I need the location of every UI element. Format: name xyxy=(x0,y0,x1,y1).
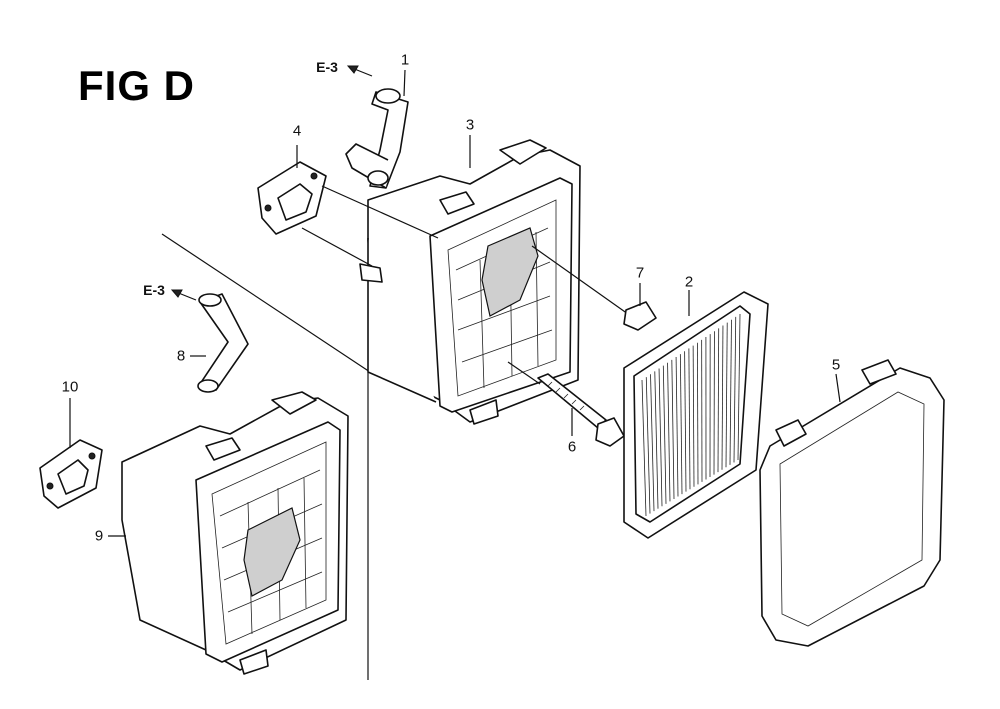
leader-5 xyxy=(835,373,841,403)
part-2-filter-element xyxy=(623,291,769,539)
part-1-breather-tube xyxy=(345,88,409,189)
filter-pleat xyxy=(662,365,667,504)
ref-arrow-lower xyxy=(170,289,197,301)
figure-title: FIG D xyxy=(78,62,195,109)
callout-3: 3 xyxy=(465,116,475,134)
part-8-breather-tube xyxy=(197,293,249,393)
callout-6: 6 xyxy=(567,438,577,456)
part-9-air-cleaner-case xyxy=(121,391,349,675)
part-4-gasket xyxy=(257,161,327,235)
divider-line-diagonal xyxy=(161,233,371,373)
callout-1: 1 xyxy=(400,51,410,69)
part-3-air-cleaner-case xyxy=(359,139,581,425)
part-6-long-bolt xyxy=(507,361,625,447)
callout-5: 5 xyxy=(831,356,841,374)
callout-9: 9 xyxy=(94,527,104,545)
filter-pleat xyxy=(684,351,687,492)
ref-arrow-upper xyxy=(346,65,373,77)
reference-code-lower: E-3 xyxy=(143,282,165,298)
filter-pleat xyxy=(737,313,741,461)
filter-pleat xyxy=(721,325,724,470)
filter-pleat xyxy=(679,354,683,495)
callout-4: 4 xyxy=(292,122,302,140)
filter-pleat xyxy=(650,374,655,512)
filter-pleat xyxy=(671,359,675,499)
filter-pleat xyxy=(641,379,647,517)
filter-pleat xyxy=(667,362,671,502)
filter-pleat xyxy=(692,345,695,487)
callout-8: 8 xyxy=(176,347,186,365)
callout-10: 10 xyxy=(61,378,79,396)
part-5-cover xyxy=(759,359,945,647)
filter-pleat xyxy=(717,328,720,473)
part-10-gasket xyxy=(39,439,103,509)
filter-pleat xyxy=(688,348,691,490)
leader-1 xyxy=(403,69,406,97)
filter-pleat xyxy=(733,316,737,463)
part-7-bolt xyxy=(531,245,657,331)
filter-pleat xyxy=(654,371,659,509)
callout-7: 7 xyxy=(635,264,645,282)
filter-pleat xyxy=(645,377,651,514)
callout-2: 2 xyxy=(684,273,694,291)
filter-pleat xyxy=(696,342,699,485)
filter-pleat xyxy=(658,368,663,507)
reference-code-upper: E-3 xyxy=(316,59,338,75)
filter-pleat xyxy=(729,319,732,465)
filter-pleat xyxy=(725,322,728,468)
filter-pleat xyxy=(675,357,679,497)
